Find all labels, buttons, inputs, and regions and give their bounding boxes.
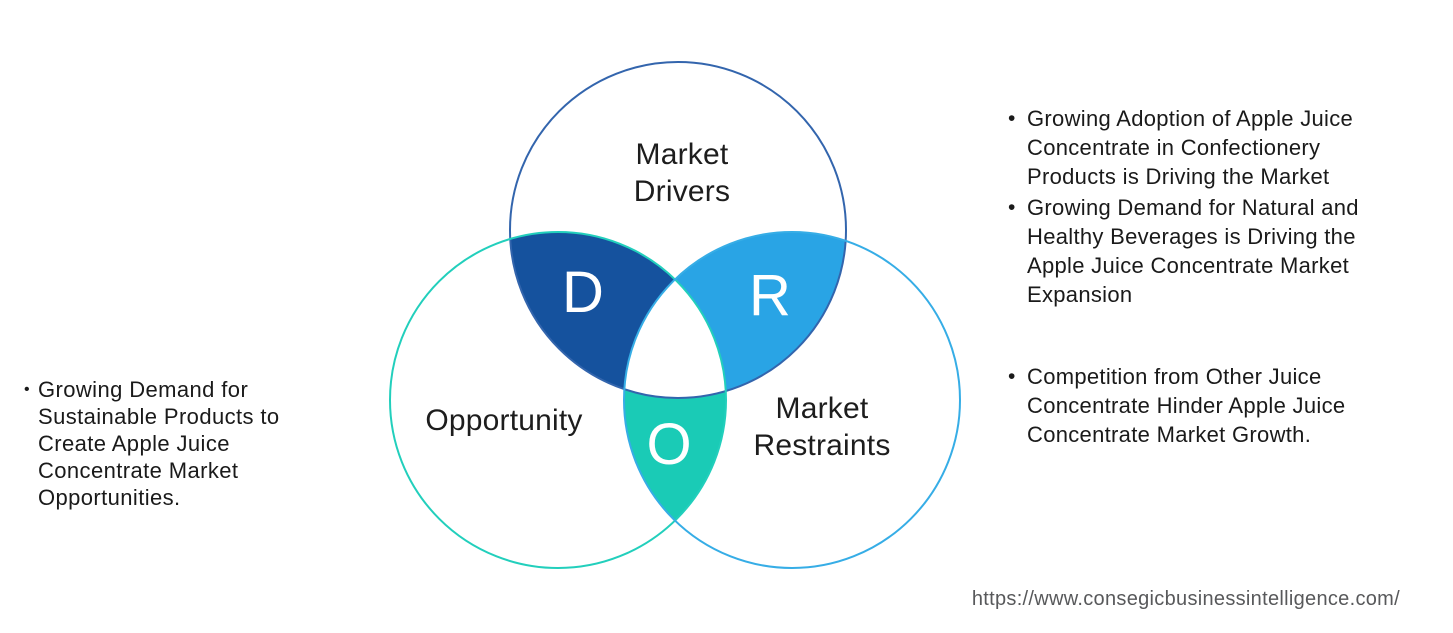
drivers-letter: D <box>562 260 604 325</box>
source-url: https://www.consegicbusinessintelligence… <box>971 588 1400 610</box>
opportunity-note-text: Growing Demand for Sustainable Products … <box>38 377 280 510</box>
bullet-icon: • <box>1008 196 1016 219</box>
restraints-notes-list: • Competition from Other Juice Concentra… <box>1008 362 1383 449</box>
bullet-icon: • <box>24 381 31 398</box>
opportunity-letter: O <box>646 412 691 477</box>
restraints-letter: R <box>749 263 791 328</box>
list-item: • Growing Adoption of Apple Juice Concen… <box>1008 104 1383 191</box>
drivers-overlap-region <box>510 232 726 398</box>
opportunity-circle-label: Opportunity <box>425 404 583 437</box>
list-item: • Growing Demand for Sustainable Product… <box>24 376 296 511</box>
restraints-overlap-region <box>624 232 846 398</box>
restraints-circle-label: Market Restraints <box>753 392 891 462</box>
driver-note-text: Growing Adoption of Apple Juice Concentr… <box>1027 106 1354 189</box>
opportunity-notes-list: • Growing Demand for Sustainable Product… <box>24 376 296 511</box>
list-item: • Competition from Other Juice Concentra… <box>1008 362 1383 449</box>
list-item: • Growing Demand for Natural and Healthy… <box>1008 193 1383 309</box>
bullet-icon: • <box>1008 365 1016 388</box>
drivers-notes-list: • Growing Adoption of Apple Juice Concen… <box>1008 104 1383 309</box>
opportunity-circle-outline <box>389 231 727 569</box>
bullet-icon: • <box>1008 107 1016 130</box>
drivers-circle-label: Market Drivers <box>633 138 731 208</box>
restraint-note-text: Competition from Other Juice Concentrate… <box>1027 364 1346 447</box>
drivers-circle-outline <box>509 61 847 399</box>
restraints-circle-outline <box>623 231 961 569</box>
driver-note-text: Growing Demand for Natural and Healthy B… <box>1027 195 1359 307</box>
